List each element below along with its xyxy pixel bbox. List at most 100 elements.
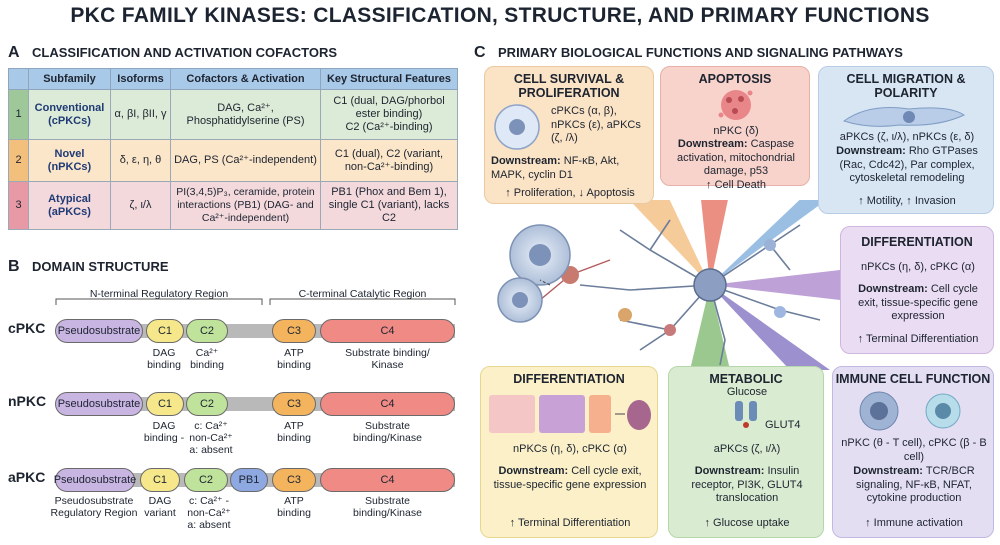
row-subfamily: Atypical (aPKCs): [28, 181, 111, 230]
cell-icon: [494, 104, 540, 150]
npkc-pseudosubstrate-domain: Pseudosubstrate: [55, 392, 143, 416]
downstream-text: Insulin receptor, PI3K, GLUT4 translocat…: [691, 465, 803, 504]
metabolic-title: METABOLIC: [709, 372, 783, 386]
row-cofactors: DAG, Ca²⁺, Phosphatidylserine (PS): [170, 89, 321, 140]
downstream-label: Downstream:: [853, 465, 923, 477]
glut4-transporter-icon: [735, 401, 757, 428]
row-features-line1: PB1 (Phox and Bem 1),: [331, 186, 447, 198]
apoptotic-cell-icon: [718, 90, 753, 120]
npkc-c1-desc: DAG binding -: [143, 420, 185, 444]
differentiation-left-downstream: Downstream: Cell cycle exit, tissue-spec…: [489, 465, 651, 492]
immune-function-effect: ↑ Immune activation: [865, 517, 963, 529]
differentiation-right-isoforms: nPKCs (η, δ), cPKC (α): [861, 261, 975, 273]
differentiation-right-downstream: Downstream: Cell cycle exit, tissue-spec…: [847, 283, 989, 324]
differentiation-left-effect: ↑ Terminal Differentiation: [509, 517, 631, 529]
cpkc-c2-domain: C2: [186, 319, 228, 343]
differentiation-right-effect: ↑ Terminal Differentiation: [857, 333, 979, 345]
table-header-subfamily: Subfamily: [28, 68, 111, 90]
table-header-row: Subfamily Isoforms Cofactors & Activatio…: [8, 68, 458, 90]
panel-a-header: A CLASSIFICATION AND ACTIVATION COFACTOR…: [8, 44, 337, 62]
npkc-c4-domain: C4: [320, 392, 455, 416]
cell-survival-downstream: Downstream: NF-κB, Akt, MAPK, cyclin D1: [491, 155, 649, 182]
apoptosis-title: APOPTOSIS: [698, 72, 772, 86]
metabolic-card: METABOLIC Glucose GLUT4 aPKCs (ζ, ι/λ) D…: [668, 366, 824, 538]
panel-b-header: B DOMAIN STRUCTURE: [8, 258, 169, 276]
metabolic-isoforms: aPKCs (ζ, ι/λ): [713, 443, 781, 455]
apoptosis-card: APOPTOSIS nPKC (δ) Downstream: Caspase a…: [660, 66, 810, 191]
row-cofactors: DAG, PS (Ca²⁺-independent): [170, 139, 321, 182]
immune-function-card: IMMUNE CELL FUNCTION nPKC (θ - T cell), …: [832, 366, 994, 538]
immune-cells-icon: [859, 391, 961, 431]
cpkc-c4-domain: C4: [320, 319, 455, 343]
downstream-text: Cell cycle exit, tissue-specific gene ex…: [493, 465, 647, 491]
table-header-num: [8, 68, 29, 90]
region-n-label: N-terminal Regulatory Region: [89, 288, 229, 300]
apkc-pb1-domain: PB1: [230, 468, 268, 492]
downstream-label: Downstream:: [677, 138, 748, 150]
apoptosis-isoforms: nPKC (δ): [713, 125, 759, 137]
differentiating-tissue-icon: [489, 395, 651, 433]
row-features: C1 (dual, DAG/phorbol ester binding)C2 (…: [320, 89, 458, 140]
cpkc-c4-desc: Substrate binding/ Kinase: [345, 347, 430, 371]
npkc-c4-desc: Substrate binding/Kinase: [353, 420, 422, 444]
cpkc-c1-domain: C1: [146, 319, 184, 343]
differentiation-left-card: DIFFERENTIATION nPKCs (η, δ), cPKC (α) D…: [480, 366, 658, 538]
cell-migration-isoforms: aPKCs (ζ, ι/λ), nPKCs (ε, δ): [839, 131, 975, 143]
apkc-c1-domain: C1: [140, 468, 180, 492]
apkc-pseudo-desc: Pseudosubstrate Regulatory Region: [50, 495, 138, 519]
downstream-text: Caspase activation, mitochondrial damage…: [676, 138, 795, 177]
apkc-c4-desc: Substrate binding/Kinase: [353, 495, 422, 519]
row-isoforms: δ, ε, η, θ: [110, 139, 171, 182]
table-row: 1 Conventional (cPKCs) α, βI, βII, γ DAG…: [8, 89, 458, 140]
panel-a-heading: CLASSIFICATION AND ACTIVATION COFACTORS: [32, 45, 338, 60]
panel-b-heading: DOMAIN STRUCTURE: [32, 259, 169, 274]
row-features: C1 (dual), C2 (variant,non-Ca²⁺-binding): [320, 139, 458, 182]
row-features: PB1 (Phox and Bem 1),single C1 (variant)…: [320, 181, 458, 230]
cell-migration-effect: ↑ Motility, ↑ Invasion: [858, 195, 956, 207]
cpkc-label: cPKC: [8, 320, 46, 336]
row-number: 1: [8, 89, 29, 140]
metabolic-effect: ↑ Glucose uptake: [704, 517, 790, 529]
apkc-c4-domain: C4: [320, 468, 455, 492]
cpkc-c2-desc: Ca²⁺ binding: [190, 347, 224, 371]
npkc-c2-desc: c: Ca²⁺ non-Ca²⁺ a: absent: [189, 420, 233, 456]
apkc-c2-desc: c: Ca²⁺ - non-Ca²⁺ a: absent: [187, 495, 231, 531]
differentiation-left-isoforms: nPKCs (η, δ), cPKC (α): [513, 443, 627, 455]
metabolic-glut4-label: GLUT4: [765, 419, 801, 431]
panel-a-letter: A: [8, 44, 20, 61]
immune-function-downstream: Downstream: TCR/BCR signaling, NF-κB, NF…: [839, 465, 989, 506]
cell-migration-card: CELL MIGRATION & POLARITY aPKCs (ζ, ι/λ)…: [818, 66, 994, 214]
immune-function-isoforms: nPKC (θ - T cell), cPKC (β - B cell): [841, 437, 987, 463]
row-features-line2: non-Ca²⁺-binding): [344, 160, 434, 173]
downstream-text: NF-κB, Akt, MAPK, cyclin D1: [491, 155, 620, 181]
panel-b-letter: B: [8, 258, 20, 275]
row-isoforms: ζ, ι/λ: [110, 181, 171, 230]
row-subfamily: Conventional (cPKCs): [28, 89, 111, 140]
row-cofactors: PI(3,4,5)P₃, ceramide, protein interacti…: [170, 181, 321, 230]
region-brackets: [55, 298, 456, 305]
cell-survival-title: CELL SURVIVAL & PROLIFERATION: [513, 72, 625, 100]
region-c-label: C-terminal Catalytic Region: [298, 288, 427, 300]
row-features-line1: C1 (dual, DAG/phorbol ester binding): [333, 95, 445, 120]
metabolic-downstream: Downstream: Insulin receptor, PI3K, GLUT…: [675, 465, 819, 506]
neuron-network-illustration: [497, 200, 840, 370]
downstream-label: Downstream:: [491, 155, 561, 167]
table-header-cofactors: Cofactors & Activation: [170, 68, 321, 90]
panel-c-header: C PRIMARY BIOLOGICAL FUNCTIONS AND SIGNA…: [474, 44, 903, 62]
cell-migration-downstream: Downstream: Rho GTPases (Rac, Cdc42), Pa…: [825, 145, 989, 186]
apoptosis-downstream: Downstream: Caspase activation, mitochon…: [665, 138, 807, 179]
cpkc-pseudosubstrate-domain: Pseudosubstrate: [55, 319, 143, 343]
table-row: 3 Atypical (aPKCs) ζ, ι/λ PI(3,4,5)P₃, c…: [8, 181, 458, 230]
downstream-text: TCR/BCR signaling, NF-κB, NFAT, cytokine…: [856, 465, 975, 504]
row-number: 2: [8, 139, 29, 182]
npkc-c3-domain: C3: [272, 392, 316, 416]
apkc-c3-domain: C3: [272, 468, 316, 492]
apoptosis-effect: ↑ Cell Death: [706, 179, 766, 191]
table-header-isoforms: Isoforms: [110, 68, 171, 90]
cpkc-c3-desc: ATP binding: [277, 347, 311, 371]
npkc-c2-domain: C2: [186, 392, 228, 416]
row-features-line1: C1 (dual), C2 (variant,: [334, 147, 444, 160]
apkc-label: aPKC: [8, 469, 46, 485]
panel-c-heading: PRIMARY BIOLOGICAL FUNCTIONS AND SIGNALI…: [498, 45, 903, 60]
row-features-line2: C2 (Ca²⁺-binding): [345, 121, 433, 133]
